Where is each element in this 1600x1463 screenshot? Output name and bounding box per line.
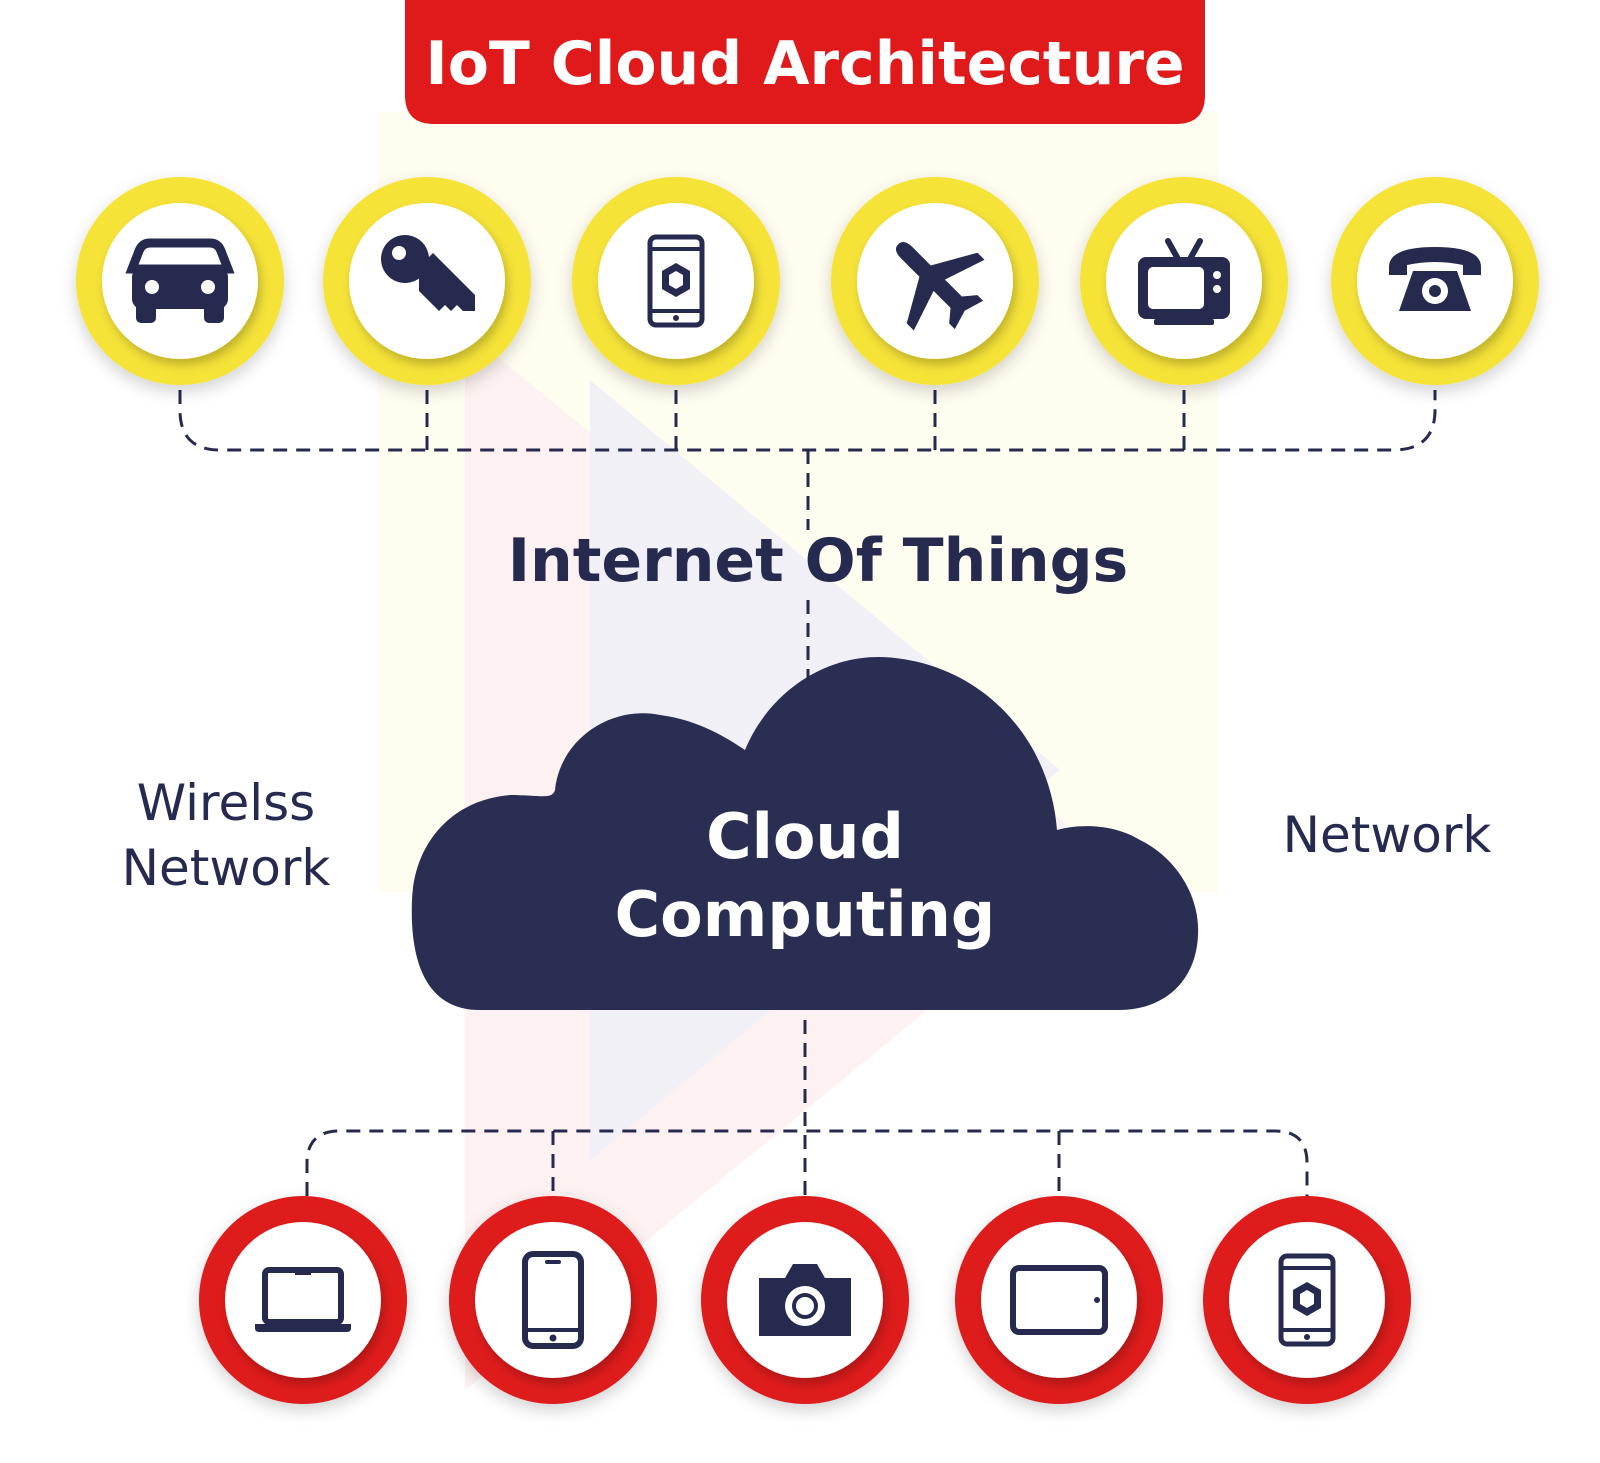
- tablet-icon: [1010, 1265, 1108, 1335]
- device-node-airplane: [831, 177, 1039, 385]
- cloud-computing-node: Cloud Computing: [411, 656, 1199, 1010]
- title-banner-background: [405, 0, 1205, 124]
- node-inner: [475, 1222, 631, 1378]
- device-node-camera: [701, 1196, 909, 1404]
- laptop-icon: [255, 1267, 351, 1332]
- smartphone-cube-icon: [647, 234, 705, 328]
- device-node-key: [323, 177, 531, 385]
- device-node-smartphone-cube: [572, 177, 780, 385]
- device-node-smartphone: [449, 1196, 657, 1404]
- device-node-telephone: [1331, 177, 1539, 385]
- wireless-network-label-line2: Network: [122, 839, 331, 897]
- camera-icon: [759, 1264, 851, 1336]
- network-label: Network: [1283, 806, 1492, 864]
- car-icon: [125, 238, 235, 323]
- device-node-smartphone-cube-bottom: [1203, 1196, 1411, 1404]
- device-node-laptop: [199, 1196, 407, 1404]
- top-connectors: [178, 390, 1437, 680]
- device-node-tv: [1080, 177, 1288, 385]
- device-node-car: [76, 177, 284, 385]
- title-banner: IoT Cloud Architecture: [405, 0, 1205, 124]
- tv-icon: [1138, 238, 1230, 325]
- wireless-network-label-line1: Wirelss: [137, 774, 315, 832]
- node-inner: [225, 1222, 381, 1378]
- cloud-label-line1: Cloud: [706, 800, 904, 873]
- device-node-tablet: [955, 1196, 1163, 1404]
- bottom-connectors: [305, 1020, 1309, 1196]
- internet-of-things-label: Internet Of Things: [508, 526, 1129, 596]
- telephone-icon: [1389, 247, 1481, 311]
- cloud-label-line2: Computing: [615, 878, 996, 951]
- node-inner: [981, 1222, 1137, 1378]
- airplane-icon: [895, 241, 985, 331]
- page-title: IoT Cloud Architecture: [425, 29, 1184, 99]
- cloud-shape: [411, 656, 1199, 1010]
- key-icon: [381, 235, 475, 311]
- smartphone-icon: [522, 1251, 584, 1349]
- smartphone-cube-icon: [1278, 1253, 1336, 1347]
